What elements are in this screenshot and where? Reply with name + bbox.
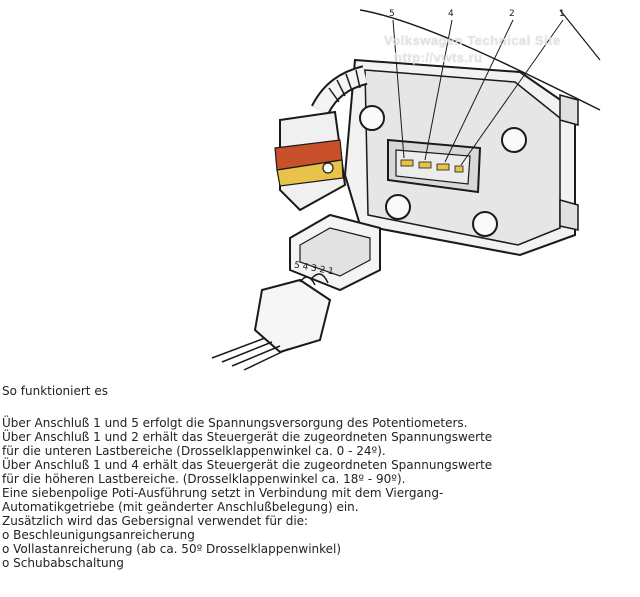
list-item: o Beschleunigungsanreicherung [2, 528, 195, 542]
inline-plug [274, 110, 347, 212]
section-heading: So funktioniert es [2, 384, 108, 398]
text-line: Über Anschluß 1 und 2 erhält das Steuerg… [2, 430, 493, 444]
text-line: Zusätzlich wird das Gebersignal verwende… [2, 514, 309, 528]
text-line: Über Anschluß 1 und 4 erhält das Steuerg… [2, 458, 493, 472]
callout-2: 2 [509, 9, 515, 19]
text-line: Eine siebenpolige Poti-Ausführung setzt … [2, 486, 444, 500]
cable-harness [311, 65, 368, 115]
loose-connector: 5 4 3 2 1 [211, 213, 381, 371]
callout-leaders [392, 19, 564, 166]
list-item: o Vollastanreicherung (ab ca. 50º Drosse… [2, 542, 342, 556]
throttle-body-outline [359, 9, 601, 111]
list-item: o Schubabschaltung [2, 556, 124, 570]
text-line: für die höheren Lastbereiche. (Drosselkl… [2, 472, 406, 486]
callout-4: 4 [448, 9, 454, 19]
callout-5: 5 [389, 9, 395, 19]
text-line: für die unteren Lastbereiche (Drosselkla… [2, 444, 386, 458]
watermark: Volkswagen Technical Site http://vwts.ru [384, 33, 561, 65]
potentiometer-housing [343, 58, 579, 257]
text-line: Automatikgetriebe (mit geänderter Anschl… [2, 500, 359, 514]
potentiometer-illustration: 5 4 2 1 5 4 3 2 1 [211, 9, 601, 371]
description-text: So funktioniert es Über Anschluß 1 und 5… [2, 384, 638, 570]
text-line: Über Anschluß 1 und 5 erfolgt die Spannu… [2, 416, 468, 430]
callout-1: 1 [559, 9, 565, 19]
